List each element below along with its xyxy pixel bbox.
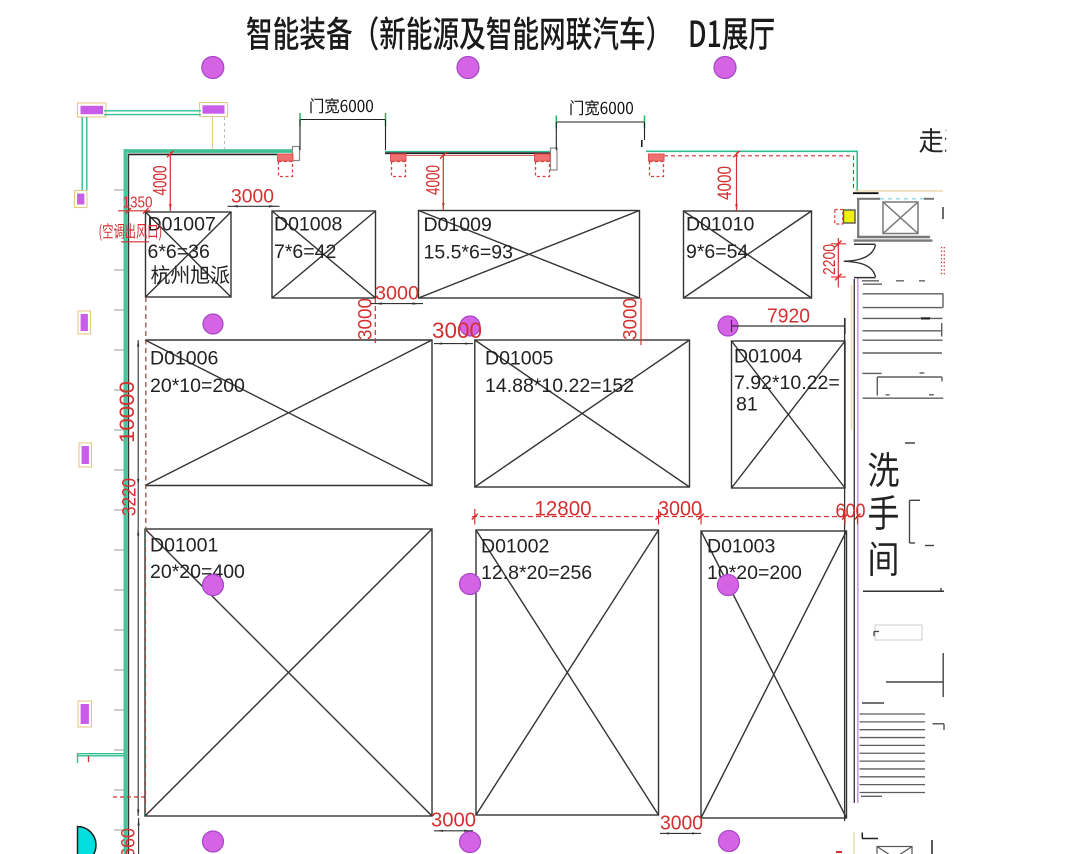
svg-text:D01001: D01001 bbox=[150, 535, 218, 557]
svg-text:3000: 3000 bbox=[432, 318, 482, 343]
svg-text:D01005: D01005 bbox=[485, 348, 553, 370]
svg-text:D01008: D01008 bbox=[274, 214, 342, 236]
svg-text:D01009: D01009 bbox=[424, 214, 492, 236]
svg-text:10000: 10000 bbox=[115, 381, 139, 443]
svg-text:660: 660 bbox=[119, 828, 140, 854]
svg-text:3000: 3000 bbox=[375, 283, 419, 305]
svg-text:6*6=36: 6*6=36 bbox=[148, 241, 210, 263]
svg-text:4000: 4000 bbox=[151, 166, 172, 196]
svg-text:D01007: D01007 bbox=[148, 214, 216, 236]
svg-text:D01003: D01003 bbox=[707, 536, 775, 558]
svg-text:600: 600 bbox=[836, 501, 866, 523]
svg-text:2200: 2200 bbox=[819, 244, 839, 275]
svg-text:D01002: D01002 bbox=[481, 536, 549, 558]
svg-text:4000: 4000 bbox=[715, 166, 736, 200]
svg-text:3000: 3000 bbox=[658, 497, 702, 521]
svg-text:D01004: D01004 bbox=[734, 346, 802, 368]
svg-text:7*6=42: 7*6=42 bbox=[274, 241, 336, 263]
svg-text:D01006: D01006 bbox=[150, 348, 218, 370]
svg-text:3000: 3000 bbox=[356, 298, 377, 340]
svg-text:20*20=400: 20*20=400 bbox=[150, 561, 245, 583]
svg-text:3000: 3000 bbox=[231, 186, 274, 208]
svg-text:3220: 3220 bbox=[120, 478, 141, 516]
svg-text:12800: 12800 bbox=[535, 497, 592, 521]
svg-text:7.92*10.22=: 7.92*10.22= bbox=[734, 372, 840, 394]
svg-text:12.8*20=256: 12.8*20=256 bbox=[481, 562, 592, 584]
svg-text:14.88*10.22=152: 14.88*10.22=152 bbox=[485, 375, 634, 397]
svg-text:1350: 1350 bbox=[123, 195, 153, 212]
svg-text:4000: 4000 bbox=[424, 165, 445, 195]
svg-text:7920: 7920 bbox=[767, 306, 810, 328]
svg-text:20*10=200: 20*10=200 bbox=[150, 375, 245, 397]
svg-text:D01010: D01010 bbox=[686, 214, 754, 236]
svg-text:9*6=54: 9*6=54 bbox=[686, 241, 749, 263]
svg-text:3000: 3000 bbox=[621, 298, 642, 340]
svg-text:3000: 3000 bbox=[660, 812, 703, 835]
svg-text:3000: 3000 bbox=[431, 809, 476, 832]
svg-text:81: 81 bbox=[736, 394, 758, 416]
svg-text:15.5*6=93: 15.5*6=93 bbox=[424, 242, 513, 264]
